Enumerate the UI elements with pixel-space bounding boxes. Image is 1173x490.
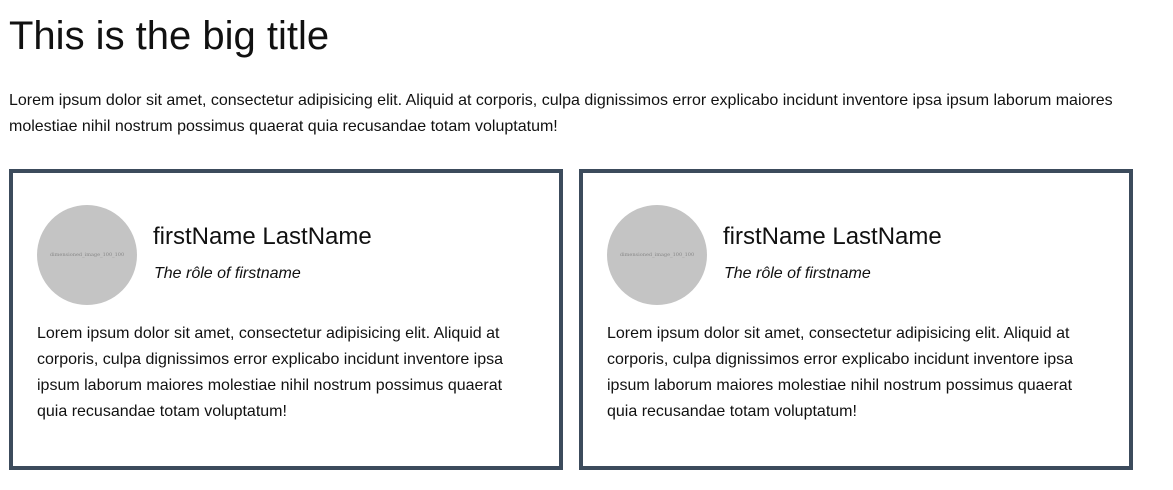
profile-role: The rôle of firstname [724, 265, 871, 282]
avatar: dimensioned_image_100_100 [607, 205, 707, 305]
avatar-placeholder-text: dimensioned_image_100_100 [49, 252, 125, 258]
profile-name: firstName LastName [723, 223, 942, 250]
profile-bio: Lorem ipsum dolor sit amet, consectetur … [37, 325, 504, 420]
profile-card: dimensioned_image_100_100 firstName Last… [579, 169, 1133, 470]
intro-paragraph: Lorem ipsum dolor sit amet, consectetur … [9, 92, 1113, 135]
avatar-placeholder-text: dimensioned_image_100_100 [619, 252, 695, 258]
avatar: dimensioned_image_100_100 [37, 205, 137, 305]
profile-name: firstName LastName [153, 223, 372, 250]
profile-card: dimensioned_image_100_100 firstName Last… [9, 169, 563, 470]
page-title: This is the big title [9, 14, 330, 58]
profile-role: The rôle of firstname [154, 265, 301, 282]
profile-bio: Lorem ipsum dolor sit amet, consectetur … [607, 325, 1074, 420]
